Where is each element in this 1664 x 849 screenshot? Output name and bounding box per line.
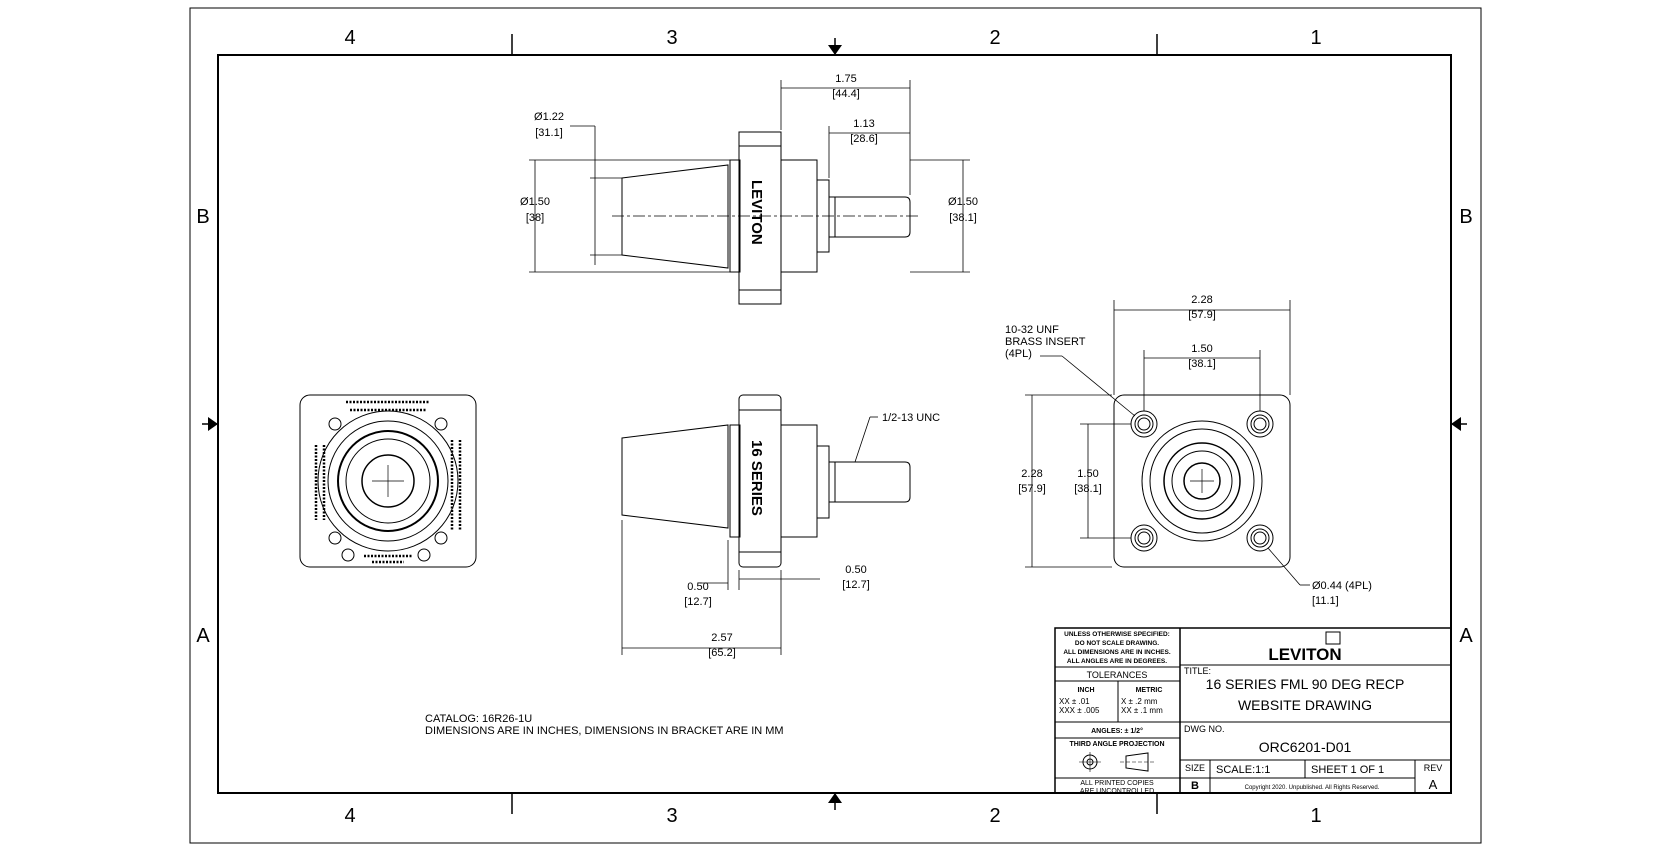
zone-row-a-left: A — [196, 625, 210, 647]
company-logo: LEVITON — [1268, 645, 1341, 664]
dim-hole-spacing-mm: [38.1] — [1188, 358, 1216, 370]
side-boot — [621, 424, 729, 529]
dim-boot-offset: 0.50 — [687, 581, 708, 593]
catalog-note: CATALOG: 16R26-1U — [425, 713, 532, 725]
metric-tol-2: XX ± .1 mm — [1121, 706, 1163, 715]
zone-row-b-left: B — [196, 206, 209, 228]
dim-pin-length: 1.13 — [853, 118, 874, 130]
projection-label: THIRD ANGLE PROJECTION — [1069, 741, 1164, 748]
dim-inner-dia: Ø1.22 — [534, 111, 564, 123]
tolerances-label: TOLERANCES — [1087, 670, 1148, 680]
unless-line-4: ALL ANGLES ARE IN DEGREES. — [1067, 658, 1167, 665]
unless-line-2: DO NOT SCALE DRAWING. — [1075, 640, 1159, 647]
boot-outline — [621, 164, 729, 269]
hole-dia-callout: Ø0.44 (4PL) — [1312, 580, 1372, 592]
title-block — [1054, 627, 1452, 794]
dim-overall-length-mm: [44.4] — [832, 88, 860, 100]
outer-frame — [189, 7, 1482, 844]
logo-mark — [1325, 631, 1341, 645]
drawing-title-line-2: WEBSITE DRAWING — [1238, 697, 1372, 713]
sheet-size: B — [1191, 780, 1199, 792]
dim-boot-dia-mm: [38] — [526, 212, 544, 224]
rev-label: REV — [1424, 763, 1443, 773]
printed-copies-2: ARE UNCONTROLLED — [1080, 788, 1154, 795]
angles-tolerance: ANGLES: ± 1/2° — [1091, 727, 1143, 735]
series-text: 16 SERIES — [748, 440, 765, 516]
dim-boot-offset-mm: [12.7] — [684, 596, 712, 608]
drawing-title-line-1: 16 SERIES FML 90 DEG RECP — [1206, 676, 1405, 692]
face-view — [299, 394, 477, 568]
hole-dia-callout-mm: [11.1] — [1312, 595, 1339, 607]
zone-col-1-bottom: 1 — [1310, 805, 1321, 827]
top-view — [612, 131, 920, 305]
zone-col-2-top: 2 — [989, 27, 1000, 49]
zone-col-4-top: 4 — [344, 27, 355, 49]
dim-overall-length: 1.75 — [835, 73, 856, 85]
size-label: SIZE — [1185, 763, 1205, 773]
metric-label: METRIC — [1136, 687, 1163, 694]
front-view-dims — [1025, 300, 1310, 586]
pin — [828, 196, 911, 238]
zone-col-3-top: 3 — [666, 27, 677, 49]
dim-front-width-mm: [57.9] — [1188, 309, 1216, 321]
unless-line-3: ALL DIMENSIONS ARE IN INCHES. — [1063, 649, 1170, 656]
title-label: TITLE: — [1184, 666, 1211, 676]
insert-callout-line2: BRASS INSERT — [1005, 336, 1086, 348]
dim-front-height: 2.28 — [1021, 468, 1042, 480]
dim-inner-dia-mm: [31.1] — [535, 127, 563, 139]
zone-row-b-right: B — [1459, 206, 1472, 228]
dim-flange-offset: 0.50 — [845, 564, 866, 576]
inch-tol-2: XXX ± .005 — [1059, 706, 1100, 715]
dim-pin-dia-mm: [38.1] — [949, 212, 977, 224]
copyright: Copyright 2020. Unpublished. All Rights … — [1245, 785, 1380, 791]
dim-overall-side-mm: [65.2] — [708, 647, 736, 659]
revision: A — [1429, 777, 1438, 792]
printed-copies-1: ALL PRINTED COPIES — [1080, 780, 1154, 787]
flange-logo-text: LEVITON — [748, 180, 765, 245]
projection-symbol — [1079, 752, 1154, 772]
side-pin — [828, 461, 911, 503]
inch-label: INCH — [1077, 687, 1094, 694]
dim-hole-spacing: 1.50 — [1191, 343, 1212, 355]
dim-flange-offset-mm: [12.7] — [842, 579, 870, 591]
dim-boot-dia: Ø1.50 — [520, 196, 550, 208]
dim-overall-side: 2.57 — [711, 632, 732, 644]
zone-ticks — [511, 34, 1158, 814]
center-marks — [202, 38, 1467, 810]
thread-callout: 1/2-13 UNC — [882, 412, 940, 424]
dim-front-width: 2.28 — [1191, 294, 1212, 306]
dim-pin-dia: Ø1.50 — [948, 196, 978, 208]
drawing-number: ORC6201-D01 — [1259, 739, 1352, 755]
zone-row-a-right: A — [1459, 625, 1473, 647]
units-note: DIMENSIONS ARE IN INCHES, DIMENSIONS IN … — [425, 725, 784, 737]
unless-notes: UNLESS OTHERWISE SPECIFIED: DO NOT SCALE… — [1063, 631, 1170, 665]
inch-tol-1: XX ± .01 — [1059, 697, 1090, 706]
insert-callout-line1: 10-32 UNF — [1005, 324, 1059, 336]
zone-col-1-top: 1 — [1310, 27, 1321, 49]
unless-line-1: UNLESS OTHERWISE SPECIFIED: — [1064, 631, 1170, 638]
side-view — [621, 394, 911, 568]
sheet-count: SHEET 1 OF 1 — [1311, 764, 1384, 776]
insert-callout-line3: (4PL) — [1005, 348, 1032, 360]
side-view-dims — [621, 416, 878, 655]
dwg-no-label: DWG NO. — [1184, 724, 1225, 734]
front-view — [1113, 394, 1291, 568]
dim-hole-spacing-v: 1.50 — [1077, 468, 1098, 480]
zone-col-3-bottom: 3 — [666, 805, 677, 827]
metric-tol-1: X ± .2 mm — [1121, 697, 1158, 706]
zone-col-4-bottom: 4 — [344, 805, 355, 827]
dim-pin-length-mm: [28.6] — [850, 133, 878, 145]
zone-col-2-bottom: 2 — [989, 805, 1000, 827]
dim-front-height-mm: [57.9] — [1018, 483, 1046, 495]
scale: SCALE:1:1 — [1216, 764, 1270, 776]
top-view-dims — [529, 80, 970, 273]
dim-hole-spacing-v-mm: [38.1] — [1074, 483, 1102, 495]
